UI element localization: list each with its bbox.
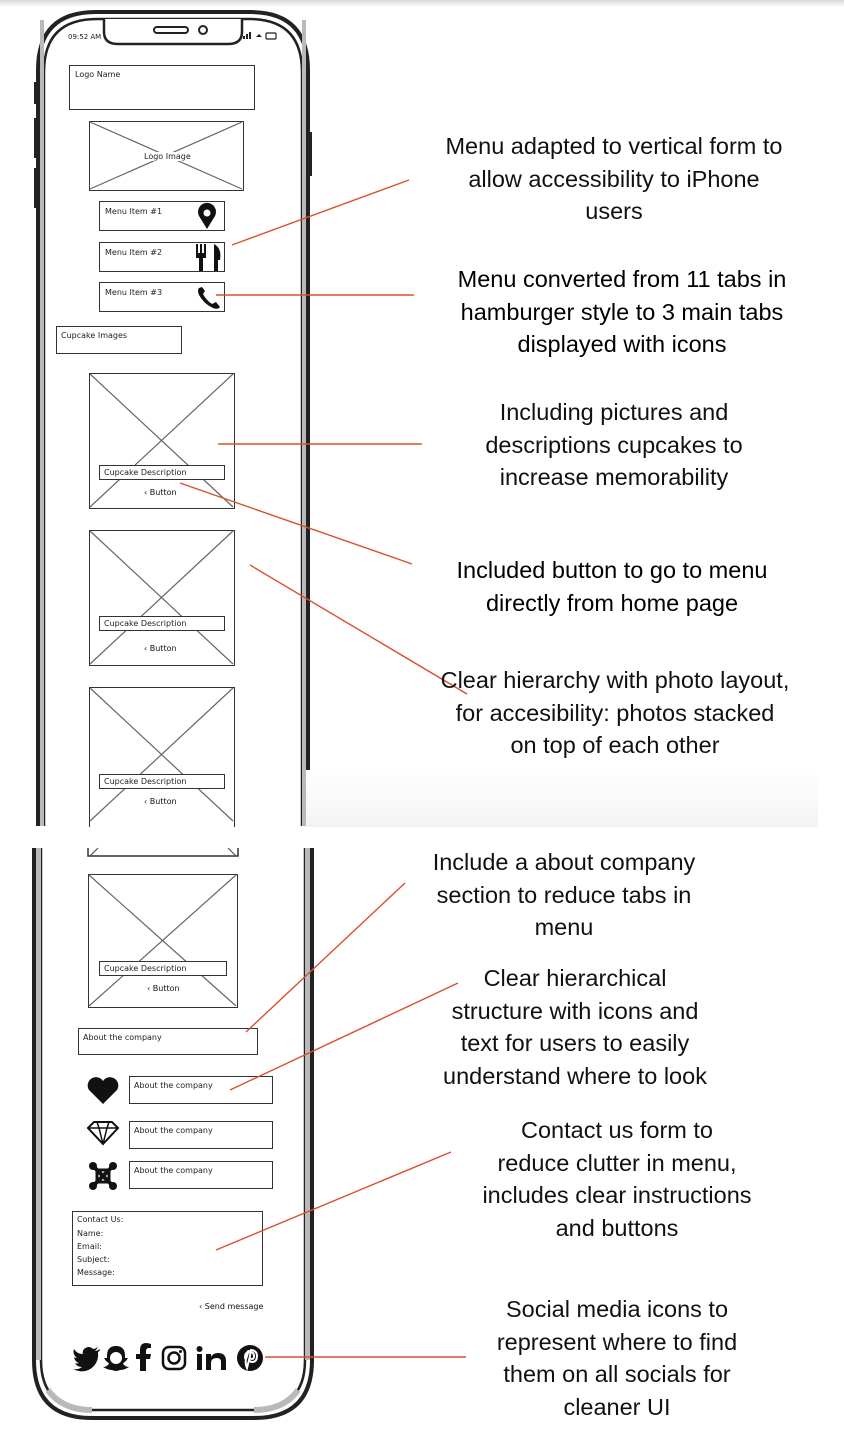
cupcake-images-box: Cupcake Images	[56, 326, 182, 354]
twitter-icon[interactable]	[73, 1346, 101, 1372]
linkedin-icon[interactable]	[196, 1345, 228, 1371]
chevron-left-icon: ‹	[144, 488, 150, 497]
send-message-button[interactable]: ‹ Send message	[199, 1302, 264, 1311]
menu-item-2-label: Menu Item #2	[105, 248, 163, 257]
chevron-left-icon: ‹	[147, 984, 153, 993]
map-pin-icon	[198, 202, 216, 229]
cupcake-description-4-label: Cupcake Description	[104, 964, 187, 973]
about-item-2-label: About the company	[134, 1126, 213, 1135]
about-item-3[interactable]: About the company	[129, 1161, 273, 1189]
contact-name-field[interactable]: Name:	[77, 1229, 104, 1238]
contact-subject-field[interactable]: Subject:	[77, 1255, 110, 1264]
cupcake-card-3: Cupcake Description ‹ Button	[89, 687, 235, 827]
annotation-photo-hierarchy: Clear hierarchy with photo layout,for ac…	[440, 667, 790, 758]
phone-icon	[198, 287, 220, 309]
about-heading-box: About the company	[78, 1028, 258, 1055]
about-item-1-label: About the company	[134, 1081, 213, 1090]
diamond-icon	[86, 1121, 120, 1146]
about-item-3-label: About the company	[134, 1166, 213, 1175]
contact-form[interactable]: Contact Us: Name: Email: Subject: Messag…	[72, 1211, 263, 1286]
logo-image-label: Logo Image	[144, 152, 191, 161]
cupcake-description-1-label: Cupcake Description	[104, 468, 187, 477]
menu-item-1-label: Menu Item #1	[105, 207, 163, 216]
cupcake-button-4[interactable]: ‹ Button	[145, 984, 182, 993]
menu-item-2[interactable]: Menu Item #2	[99, 242, 225, 272]
cupcake-button-2[interactable]: ‹ Button	[142, 644, 179, 653]
chevron-left-icon: ‹	[144, 797, 150, 806]
cupcake-button-1[interactable]: ‹ Button	[142, 488, 179, 497]
instagram-icon[interactable]	[161, 1345, 187, 1371]
cupcake-images-label: Cupcake Images	[61, 331, 128, 340]
cupcake-card-1: Cupcake Description ‹ Button	[89, 373, 235, 509]
cupcake-description-3-label: Cupcake Description	[104, 777, 187, 786]
cupcake-description-1: Cupcake Description	[99, 465, 225, 480]
cupcake-button-3[interactable]: ‹ Button	[142, 797, 179, 806]
status-time: 09:52 AM	[68, 33, 102, 41]
chevron-left-icon: ‹	[199, 1302, 205, 1311]
chevron-left-icon: ‹	[144, 644, 150, 653]
cupcake-description-3: Cupcake Description	[99, 774, 225, 789]
menu-item-3-label: Menu Item #3	[105, 288, 163, 297]
top-edge	[0, 0, 844, 7]
about-heading-label: About the company	[83, 1033, 162, 1042]
facebook-icon[interactable]	[135, 1343, 153, 1371]
contact-email-field[interactable]: Email:	[77, 1242, 102, 1251]
fork-knife-icon	[196, 244, 221, 271]
snapchat-icon[interactable]	[103, 1345, 129, 1371]
logo-image-placeholder: Logo Image	[89, 121, 244, 191]
about-item-2[interactable]: About the company	[129, 1121, 273, 1149]
menu-item-1[interactable]: Menu Item #1	[99, 201, 225, 231]
cupcake-description-4: Cupcake Description	[99, 961, 227, 976]
cupcake-card-2: Cupcake Description ‹ Button	[89, 530, 235, 666]
heart-icon	[87, 1077, 119, 1104]
cupcake-card-4: Cupcake Description ‹ Button	[88, 874, 238, 1008]
logo-name-label: Logo Name	[75, 70, 121, 79]
cupcake-description-2-label: Cupcake Description	[104, 619, 187, 628]
contact-message-field[interactable]: Message:	[77, 1268, 115, 1277]
joomla-icon	[89, 1162, 117, 1190]
contact-title: Contact Us:	[77, 1215, 124, 1224]
menu-item-3[interactable]: Menu Item #3	[99, 282, 225, 312]
pinterest-icon[interactable]	[236, 1344, 264, 1372]
cupcake-description-2: Cupcake Description	[99, 616, 225, 631]
logo-name-box: Logo Name	[69, 65, 255, 110]
